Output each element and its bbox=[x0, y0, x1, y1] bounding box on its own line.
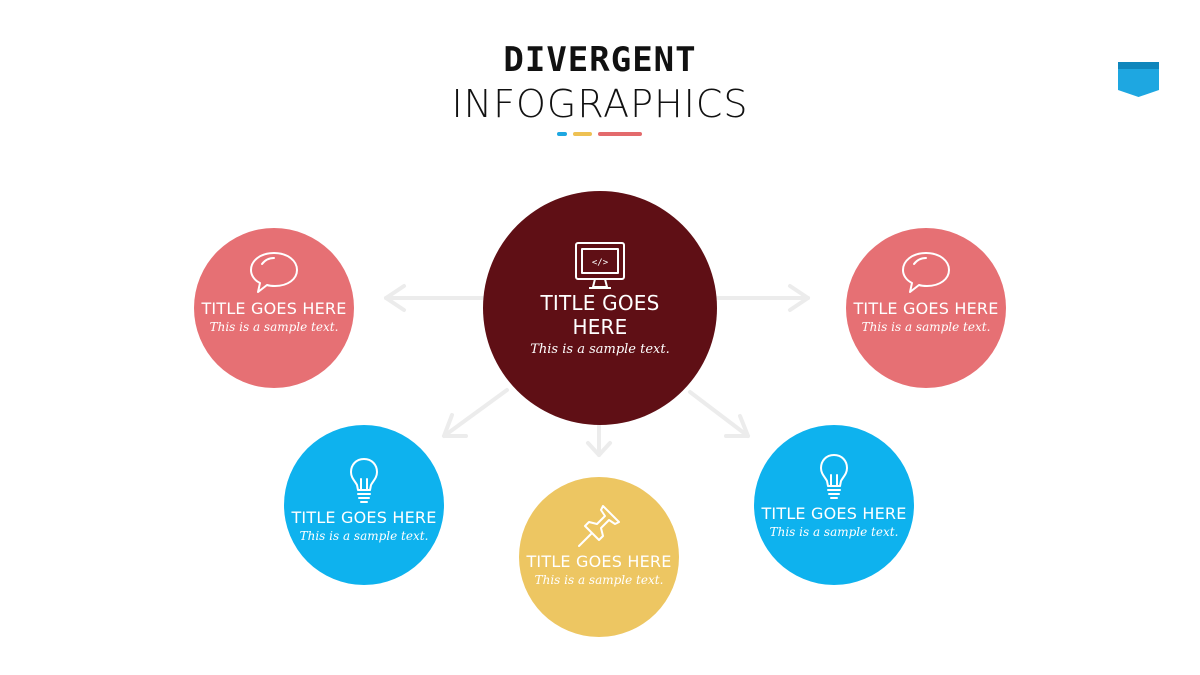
pushpin-icon bbox=[578, 505, 620, 547]
node-left-bottom: TITLE GOES HERE This is a sample text. bbox=[284, 425, 444, 585]
center-node-title: TITLE GOES HERE bbox=[540, 291, 660, 339]
arrow-right bbox=[716, 284, 810, 312]
node-middle-bottom-title: TITLE GOES HERE bbox=[526, 552, 672, 571]
accent-dash-yellow bbox=[573, 132, 592, 136]
accent-dash-blue bbox=[557, 132, 567, 136]
speech-bubble-icon bbox=[902, 252, 950, 293]
monitor-code-icon: </> bbox=[575, 242, 625, 289]
node-right-top-text: This is a sample text. bbox=[861, 320, 991, 334]
center-node: </> TITLE GOES HERE This is a sample tex… bbox=[483, 191, 717, 425]
center-node-text: This is a sample text. bbox=[530, 342, 670, 357]
svg-text:</>: </> bbox=[592, 258, 609, 268]
node-right-bottom: TITLE GOES HERE This is a sample text. bbox=[754, 425, 914, 585]
node-right-top: TITLE GOES HERE This is a sample text. bbox=[846, 228, 1006, 388]
node-right-bottom-title: TITLE GOES HERE bbox=[761, 504, 907, 523]
node-left-top-text: This is a sample text. bbox=[209, 320, 339, 334]
node-middle-bottom-text: This is a sample text. bbox=[534, 573, 664, 587]
arrow-left bbox=[384, 284, 484, 312]
node-right-top-title: TITLE GOES HERE bbox=[853, 299, 999, 318]
node-left-top-title: TITLE GOES HERE bbox=[201, 299, 347, 318]
node-left-bottom-title: TITLE GOES HERE bbox=[291, 508, 437, 527]
arrow-down-left bbox=[442, 388, 509, 438]
arrow-down bbox=[586, 424, 612, 457]
node-left-bottom-text: This is a sample text. bbox=[299, 529, 429, 543]
lightbulb-icon bbox=[350, 458, 378, 503]
node-right-bottom-text: This is a sample text. bbox=[769, 525, 899, 539]
lightbulb-icon bbox=[820, 454, 848, 499]
accent-dash-red bbox=[598, 132, 642, 136]
title-infographics: INFOGRAPHICS bbox=[451, 82, 749, 126]
title-divergent: DIVERGENT bbox=[503, 40, 697, 80]
node-left-top: TITLE GOES HERE This is a sample text. bbox=[194, 228, 354, 388]
node-middle-bottom: TITLE GOES HERE This is a sample text. bbox=[519, 477, 679, 637]
bookmark-flag-icon bbox=[1118, 62, 1159, 97]
speech-bubble-icon bbox=[250, 252, 298, 293]
arrow-down-right bbox=[688, 390, 750, 438]
